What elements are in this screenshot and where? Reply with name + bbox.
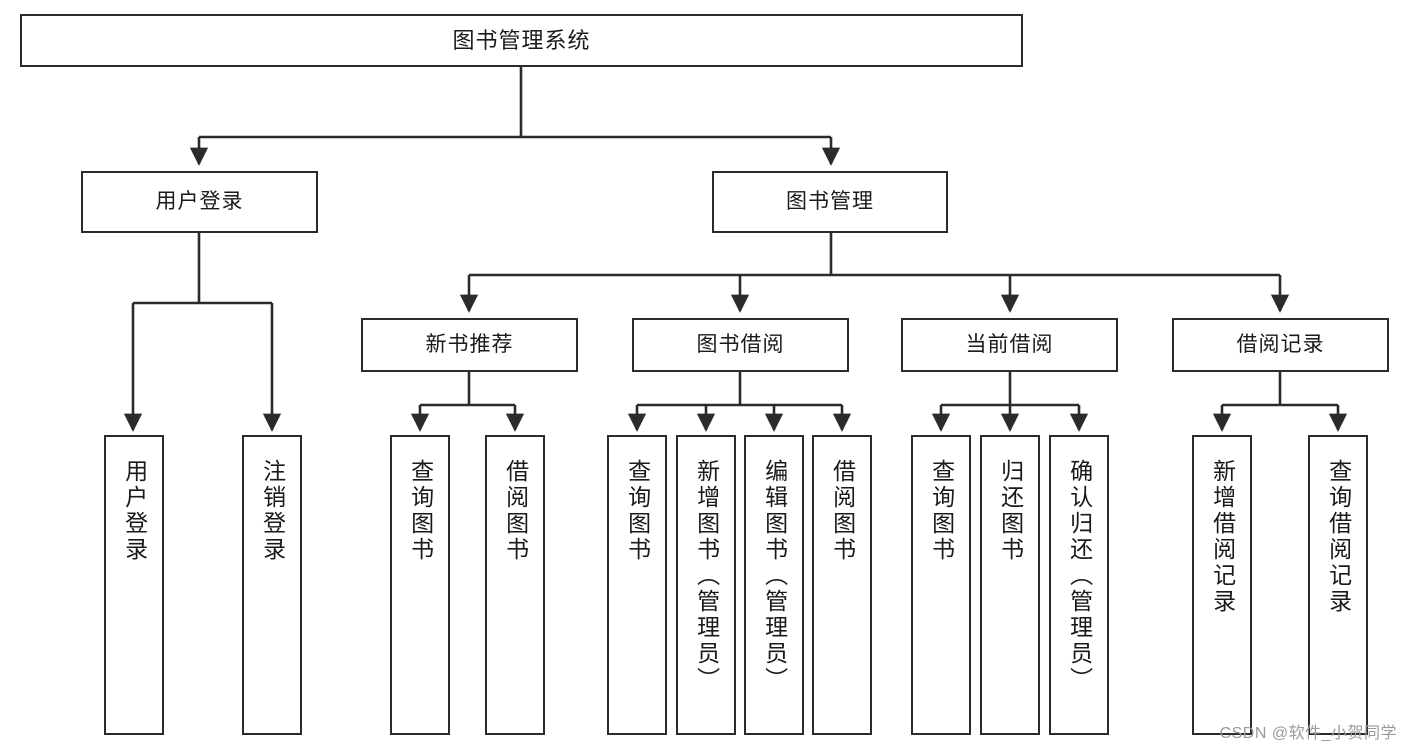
leaf-current-return-book[interactable]: 归还图书 xyxy=(980,435,1040,735)
leaf-user-login[interactable]: 用户登录 xyxy=(104,435,164,735)
node-label: 编辑图书（管理员） xyxy=(761,459,788,693)
node-label: 借阅图书 xyxy=(829,459,856,563)
leaf-current-confirm-return-admin[interactable]: 确认归还（管理员） xyxy=(1049,435,1109,735)
leaf-record-add[interactable]: 新增借阅记录 xyxy=(1192,435,1252,735)
node-label: 确认归还（管理员） xyxy=(1066,459,1093,693)
node-label: 查询图书 xyxy=(624,459,651,563)
leaf-borrow-query-book[interactable]: 查询图书 xyxy=(607,435,667,735)
leaf-record-search[interactable]: 查询借阅记录 xyxy=(1308,435,1368,735)
node-label: 借阅图书 xyxy=(502,459,529,563)
leaf-borrow-edit-book-admin[interactable]: 编辑图书（管理员） xyxy=(744,435,804,735)
node-new-book-recommend[interactable]: 新书推荐 xyxy=(361,318,578,372)
node-root-system[interactable]: 图书管理系统 xyxy=(20,14,1023,67)
node-label: 用户登录 xyxy=(121,459,148,563)
node-label: 用户登录 xyxy=(155,189,244,213)
node-current-borrow[interactable]: 当前借阅 xyxy=(901,318,1118,372)
leaf-current-query-book[interactable]: 查询图书 xyxy=(911,435,971,735)
node-book-manage[interactable]: 图书管理 xyxy=(712,171,948,233)
node-label: 图书管理系统 xyxy=(452,27,591,53)
leaf-recommend-query-book[interactable]: 查询图书 xyxy=(390,435,450,735)
node-label: 查询图书 xyxy=(928,459,955,563)
node-label: 借阅记录 xyxy=(1236,332,1325,356)
leaf-recommend-borrow-book[interactable]: 借阅图书 xyxy=(485,435,545,735)
leaf-borrow-take-book[interactable]: 借阅图书 xyxy=(812,435,872,735)
node-label: 查询图书 xyxy=(407,459,434,563)
leaf-user-logout[interactable]: 注销登录 xyxy=(242,435,302,735)
node-label: 图书管理 xyxy=(786,189,874,213)
node-book-borrow[interactable]: 图书借阅 xyxy=(632,318,849,372)
node-label: 归还图书 xyxy=(997,459,1024,563)
node-label: 新增借阅记录 xyxy=(1209,459,1236,615)
node-label: 新书推荐 xyxy=(425,332,514,356)
node-user-login[interactable]: 用户登录 xyxy=(81,171,318,233)
leaf-borrow-add-book-admin[interactable]: 新增图书（管理员） xyxy=(676,435,736,735)
node-label: 新增图书（管理员） xyxy=(693,459,720,693)
node-borrow-record[interactable]: 借阅记录 xyxy=(1172,318,1389,372)
node-label: 当前借阅 xyxy=(965,332,1054,356)
node-label: 注销登录 xyxy=(259,459,286,563)
node-label: 图书借阅 xyxy=(696,332,785,356)
node-label: 查询借阅记录 xyxy=(1325,459,1352,615)
